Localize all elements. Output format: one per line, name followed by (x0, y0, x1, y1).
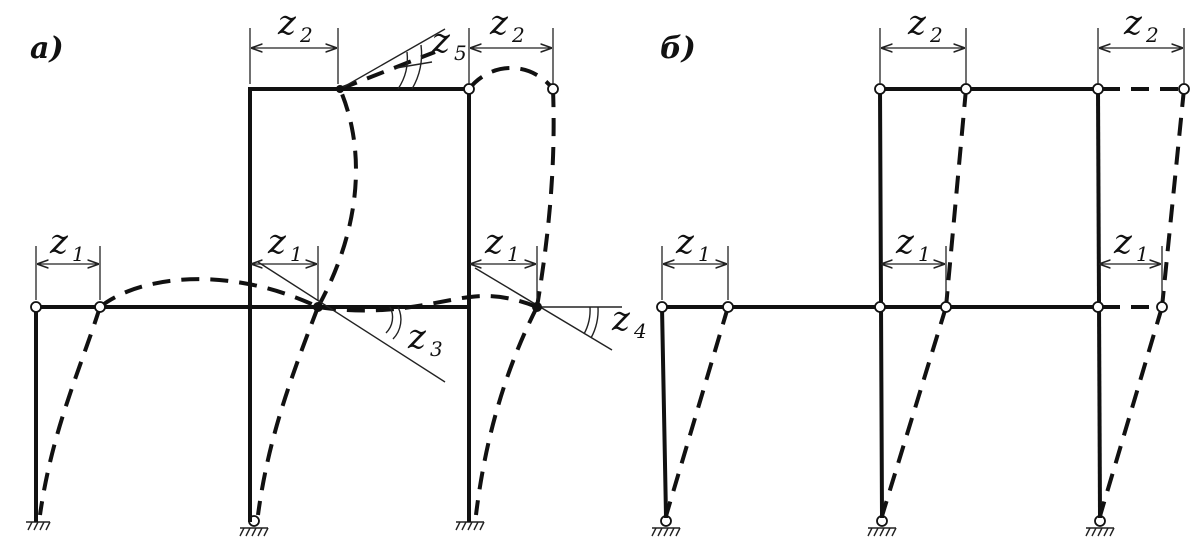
dimension-subscript: 2 (1145, 23, 1159, 47)
angle-label: z (611, 299, 631, 339)
support-b-right (1085, 515, 1115, 537)
rotation-lines-a (257, 28, 622, 383)
dimension-label: z (489, 3, 509, 43)
dimension-a-z1-left: z 1 (35, 222, 101, 300)
dimension-a-z1-mid: z 1 (252, 222, 319, 300)
dimension-label: z (675, 222, 695, 262)
dimension-b-z1-right: z 1 (1100, 222, 1163, 300)
angle-subscript: 3 (430, 337, 443, 361)
panel-a-label: a) (30, 31, 64, 66)
dimension-subscript: 1 (698, 242, 711, 266)
dimension-subscript: 1 (72, 242, 85, 266)
dimension-label: z (484, 222, 504, 262)
dimension-label: z (1113, 222, 1133, 262)
angle-subscript: 5 (454, 41, 467, 65)
dimension-subscript: 1 (507, 242, 520, 266)
dimension-subscript: 1 (290, 242, 303, 266)
dimension-label: z (277, 3, 297, 43)
dimension-subscript: 2 (929, 23, 943, 47)
angle-label: z (407, 317, 427, 357)
angle-a-z5: z 5 (431, 21, 467, 65)
angle-a-z4: z 4 (611, 299, 647, 343)
support-a-mid (239, 515, 269, 537)
dimension-b-z2-left: z 2 (879, 3, 967, 84)
support-a-right (455, 521, 485, 531)
dimension-a-z2-left: z 2 (249, 3, 339, 84)
support-b-mid (867, 515, 897, 537)
support-b-left (651, 515, 681, 537)
angle-subscript: 4 (633, 319, 647, 343)
dimension-label: z (1123, 3, 1143, 43)
angle-a-z3: z 3 (407, 317, 443, 361)
support-a-left (26, 521, 51, 531)
dimension-subscript: 2 (511, 23, 525, 47)
dimension-a-z1-right: z 1 (471, 222, 538, 300)
dimension-label: z (907, 3, 927, 43)
angle-label: z (431, 21, 451, 61)
dimension-subscript: 1 (1136, 242, 1149, 266)
dimension-b-z2-right: z 2 (1097, 3, 1185, 84)
dimension-a-z2-right: z 2 (468, 3, 554, 84)
dimension-label: z (895, 222, 915, 262)
deformed-shape-a (38, 50, 556, 516)
deformed-shape-b (664, 87, 1186, 517)
nodes-a (30, 83, 559, 313)
dimension-subscript: 1 (918, 242, 931, 266)
dimension-b-z1-mid: z 1 (882, 222, 947, 300)
dimension-subscript: 2 (299, 23, 313, 47)
dimension-label: z (49, 222, 69, 262)
panel-a: a) (26, 3, 647, 537)
dimension-b-z1-left: z 1 (661, 222, 729, 300)
frame-a (34, 87, 471, 522)
nodes-b (656, 83, 1190, 313)
panel-b-label: б) (660, 31, 696, 66)
dimension-label: z (267, 222, 287, 262)
panel-b: б) (651, 3, 1190, 537)
